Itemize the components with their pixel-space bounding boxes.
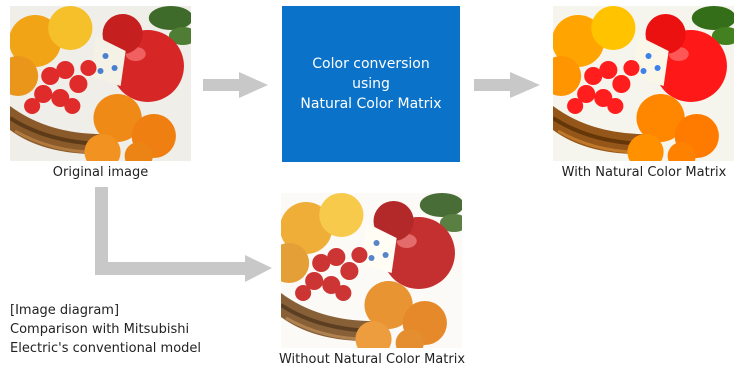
arrow-original-to-without xyxy=(95,187,272,282)
without-ncm-image xyxy=(281,193,462,348)
with-ncm-caption: With Natural Color Matrix xyxy=(561,165,727,180)
fruit-basket-photo-icon xyxy=(553,6,734,161)
fruit-basket-photo-icon xyxy=(281,193,462,348)
note-line-1: [Image diagram] xyxy=(10,303,120,318)
with-ncm-image xyxy=(553,6,734,161)
arrow-original-to-conversion xyxy=(203,72,268,98)
process-line-2: using xyxy=(352,76,390,92)
process-line-3: Natural Color Matrix xyxy=(300,96,442,112)
process-line-1: Color conversion xyxy=(312,56,430,72)
original-image xyxy=(10,6,191,161)
note-line-3: Electric's conventional model xyxy=(10,341,202,356)
fruit-basket-photo-icon xyxy=(10,6,191,161)
diagram-note: [Image diagram] Comparison with Mitsubis… xyxy=(10,301,201,358)
color-conversion-box: Color conversion using Natural Color Mat… xyxy=(282,6,460,162)
note-line-2: Comparison with Mitsubishi xyxy=(10,322,190,337)
original-caption: Original image xyxy=(52,165,149,180)
without-ncm-caption: Without Natural Color Matrix xyxy=(278,352,466,367)
arrow-conversion-to-result xyxy=(474,72,540,98)
